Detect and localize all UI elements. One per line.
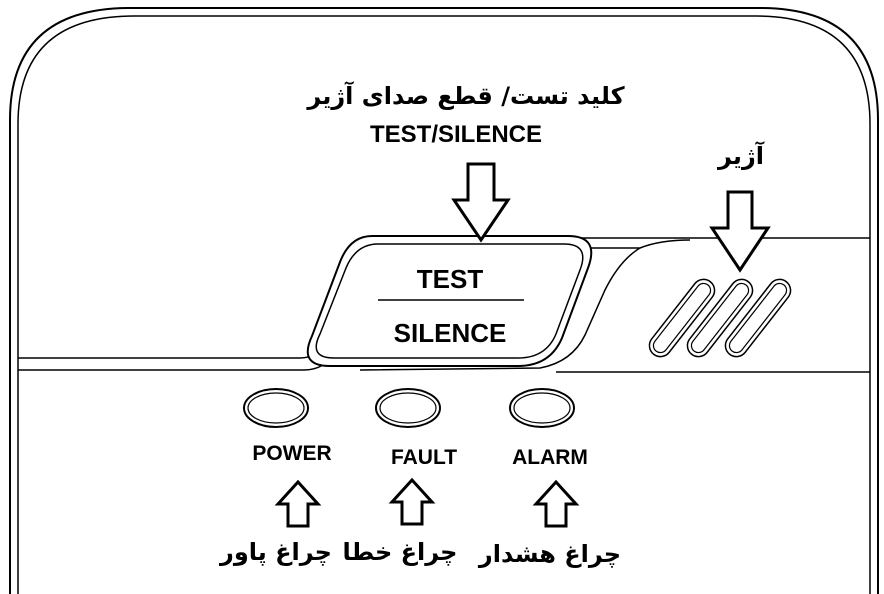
device-outline-outer bbox=[9, 7, 879, 594]
button-callout-fa: کلید تست/ قطع صدای آژیر bbox=[306, 81, 624, 110]
alarm-led bbox=[509, 388, 575, 428]
fault-label: FAULT bbox=[391, 446, 457, 469]
alarm-callout-fa: چراغ هشدار bbox=[478, 540, 621, 568]
button-arrow-down bbox=[451, 162, 511, 243]
buzzer-callout-fa: آژیر bbox=[717, 141, 765, 170]
buzzer-grille bbox=[648, 278, 792, 358]
alarm-label: ALARM bbox=[512, 446, 588, 469]
power-callout-fa: چراغ پاور bbox=[219, 538, 332, 566]
fault-led bbox=[375, 388, 441, 428]
button-test-label: TEST bbox=[417, 264, 484, 294]
fault-callout-fa: چراغ خطا bbox=[343, 538, 458, 566]
test-silence-button[interactable]: TEST SILENCE bbox=[306, 235, 593, 367]
button-outline-outer bbox=[306, 235, 593, 367]
power-led bbox=[243, 388, 309, 428]
buzzer-arrow-down bbox=[709, 190, 771, 273]
alarm-arrow-up bbox=[532, 479, 580, 528]
power-arrow-up bbox=[274, 479, 322, 528]
fault-arrow-up bbox=[388, 477, 436, 526]
device-seam-line-4 bbox=[639, 239, 691, 249]
power-label: POWER bbox=[252, 442, 331, 465]
button-silence-label: SILENCE bbox=[394, 318, 507, 348]
button-outline-inner bbox=[315, 243, 584, 359]
device-outline-inner bbox=[17, 15, 871, 594]
button-callout-en: TEST/SILENCE bbox=[370, 121, 542, 148]
device-seam-line-3 bbox=[359, 247, 643, 371]
